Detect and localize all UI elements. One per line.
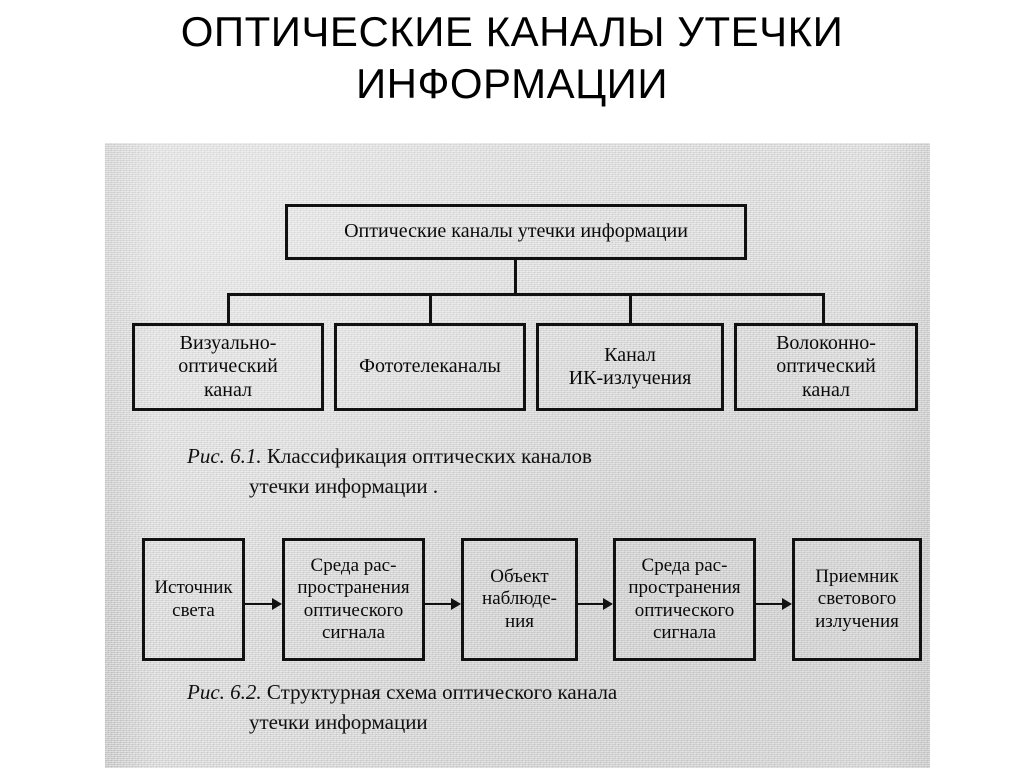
flow-stage-label: Среда рас- пространения оптического сигн… <box>297 555 410 643</box>
figure-1-number: Рис. 6.1. <box>187 444 262 468</box>
arrow-shaft <box>578 603 604 605</box>
flow-arrow-icon-1 <box>245 598 282 610</box>
tree-leaf-label: Визуально- оптический канал <box>178 331 278 401</box>
flow-stage-label: Источник света <box>154 577 233 621</box>
arrow-shaft <box>756 603 783 605</box>
figure-1-caption: Рис. 6.1. Классификация оптических канал… <box>187 441 807 501</box>
flow-stage-observation-object: Объект наблюде- ния <box>461 538 578 661</box>
flow-stage-label: Среда рас- пространения оптического сигн… <box>628 555 741 643</box>
page-title: ОПТИЧЕСКИЕ КАНАЛЫ УТЕЧКИ ИНФОРМАЦИИ <box>0 6 1024 110</box>
arrow-head <box>272 598 282 610</box>
page-title-line-2: ИНФОРМАЦИИ <box>355 60 669 107</box>
tree-connector-bus <box>227 293 825 296</box>
tree-connector-drop-3 <box>629 293 632 326</box>
figure-1-caption-line-1: Классификация оптических каналов <box>261 444 592 468</box>
tree-leaf-node-fiber-optic-channel: Волоконно- оптический канал <box>734 323 918 411</box>
tree-connector-drop-1 <box>227 293 230 326</box>
flow-arrow-icon-3 <box>578 598 613 610</box>
tree-leaf-node-ir-radiation-channel: Канал ИК-излучения <box>536 323 724 411</box>
tree-leaf-label: Волоконно- оптический канал <box>776 331 876 401</box>
tree-root-node: Оптические каналы утечки информации <box>285 204 747 260</box>
flow-stage-light-receiver: Приемник светового излучения <box>792 538 922 661</box>
flow-arrow-icon-2 <box>425 598 461 610</box>
tree-connector-drop-2 <box>429 293 432 326</box>
tree-connector-stem <box>514 260 517 296</box>
tree-leaf-node-visual-optical-channel: Визуально- оптический канал <box>132 323 324 411</box>
tree-leaf-label: Фототелеканалы <box>359 355 501 378</box>
figure-2-caption-line-1: Структурная схема оптического канала <box>261 680 618 704</box>
flow-stage-label: Объект наблюде- ния <box>482 566 557 632</box>
arrow-head <box>451 598 461 610</box>
tree-connector-drop-4 <box>822 293 825 326</box>
tree-leaf-node-photo-tv-channels: Фототелеканалы <box>334 323 526 411</box>
page-title-line-1: ОПТИЧЕСКИЕ КАНАЛЫ УТЕЧКИ <box>180 8 844 55</box>
flow-arrow-icon-4 <box>756 598 792 610</box>
arrow-shaft <box>245 603 273 605</box>
flow-stage-label: Приемник светового излучения <box>815 566 899 632</box>
arrow-shaft <box>425 603 452 605</box>
figure-2-caption: Рис. 6.2. Структурная схема оптического … <box>187 677 847 737</box>
flow-stage-light-source: Источник света <box>142 538 245 661</box>
figure-2-caption-line-2: утечки информации <box>249 710 428 734</box>
tree-root-node-label: Оптические каналы утечки информации <box>344 220 688 243</box>
figure-1-caption-line-2: утечки информации . <box>249 474 439 498</box>
figure-2-number: Рис. 6.2. <box>187 680 262 704</box>
flow-stage-propagation-medium-1: Среда рас- пространения оптического сигн… <box>282 538 425 661</box>
arrow-head <box>603 598 613 610</box>
scanned-page-image: Оптические каналы утечки информации Визу… <box>105 143 930 768</box>
tree-leaf-label: Канал ИК-излучения <box>568 343 692 389</box>
flow-stage-propagation-medium-2: Среда рас- пространения оптического сигн… <box>613 538 756 661</box>
arrow-head <box>782 598 792 610</box>
